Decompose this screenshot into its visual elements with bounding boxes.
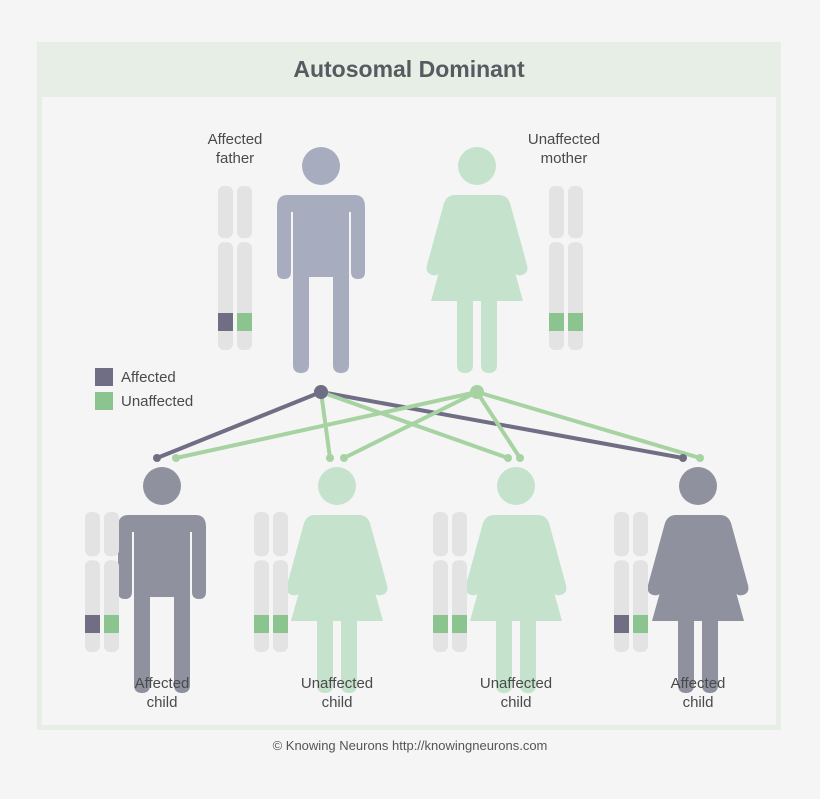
chromosome-upper-arm xyxy=(433,512,448,557)
line-father-child4 xyxy=(320,390,684,460)
father-junction-node xyxy=(314,385,328,399)
child1-male-figure-icon xyxy=(118,467,206,693)
diagram-title: Autosomal Dominant xyxy=(293,56,525,82)
unaffected-allele-band xyxy=(104,615,119,633)
unaffected-allele-band xyxy=(568,313,583,331)
chromosome-lower-arm xyxy=(254,560,269,652)
unaffected-allele-band xyxy=(452,615,467,633)
unaffected-allele-band xyxy=(254,615,269,633)
child1-label: Affected child xyxy=(102,674,222,712)
child2-chromosomes xyxy=(254,512,288,652)
chromosome-upper-arm xyxy=(614,512,629,557)
line-father-child1 xyxy=(156,390,322,460)
line-mother-child3 xyxy=(475,390,522,460)
child3-label-line1: Unaffected xyxy=(479,675,553,692)
child3-node-a xyxy=(504,454,512,462)
chromosome-lower-arm xyxy=(218,242,233,350)
chromosome-lower-arm xyxy=(452,560,467,652)
affected-allele-band xyxy=(614,615,629,633)
child1-label-line1: Affected xyxy=(134,675,190,692)
child3-chromosomes xyxy=(433,512,467,652)
child1-node-unaffected xyxy=(172,454,180,462)
chromosome-lower-arm xyxy=(433,560,448,652)
child2-node-a xyxy=(326,454,334,462)
unaffected-allele-band xyxy=(237,313,252,331)
chromosome-upper-arm xyxy=(218,186,233,239)
chromosome-lower-arm xyxy=(85,560,100,652)
unaffected-allele-band xyxy=(433,615,448,633)
mother-label-line1: Unaffected xyxy=(527,131,601,148)
chromosome-upper-arm xyxy=(549,186,564,239)
legend-unaffected: Unaffected xyxy=(95,392,193,410)
chromosome-upper-arm xyxy=(104,512,119,557)
legend-affected: Affected xyxy=(95,368,176,386)
father-label: Affected father xyxy=(175,130,295,168)
chromosome-upper-arm xyxy=(452,512,467,557)
chromosome-upper-arm xyxy=(85,512,100,557)
child3-label: Unaffected child xyxy=(456,674,576,712)
legend-affected-swatch xyxy=(95,368,113,386)
inheritance-lines xyxy=(153,385,704,462)
child4-female-figure-icon xyxy=(647,467,749,693)
child1-label-line2: child xyxy=(146,694,178,711)
unaffected-allele-band xyxy=(633,615,648,633)
father-figure-icon xyxy=(277,147,365,373)
chromosome-lower-arm xyxy=(549,242,564,350)
chromosome-upper-arm xyxy=(568,186,583,239)
child4-node-affected xyxy=(679,454,687,462)
mother-figure-icon xyxy=(426,147,528,373)
child2-label-line1: Unaffected xyxy=(300,675,374,692)
mother-label-line2: mother xyxy=(540,150,588,167)
child3-female-figure-icon xyxy=(465,467,567,693)
chromosome-upper-arm xyxy=(254,512,269,557)
mother-label: Unaffected mother xyxy=(504,130,624,168)
father-label-line1: Affected xyxy=(207,131,263,148)
unaffected-allele-band xyxy=(273,615,288,633)
child1-chromosomes xyxy=(85,512,119,652)
child4-node-unaffected xyxy=(696,454,704,462)
child4-chromosomes xyxy=(614,512,648,652)
chromosome-upper-arm xyxy=(273,512,288,557)
chromosome-lower-arm xyxy=(633,560,648,652)
child4-label: Affected child xyxy=(638,674,758,712)
legend-unaffected-label: Unaffected xyxy=(121,392,194,410)
chromosome-lower-arm xyxy=(614,560,629,652)
chromosome-lower-arm xyxy=(568,242,583,350)
legend-unaffected-swatch xyxy=(95,392,113,410)
affected-allele-band xyxy=(85,615,100,633)
child3-label-line2: child xyxy=(500,694,532,711)
unaffected-allele-band xyxy=(549,313,564,331)
chromosome-upper-arm xyxy=(633,512,648,557)
chromosome-lower-arm xyxy=(104,560,119,652)
child3-node-b xyxy=(516,454,524,462)
mother-chromosomes xyxy=(549,186,583,350)
title-bar: Autosomal Dominant xyxy=(37,42,781,97)
child2-label: Unaffected child xyxy=(277,674,397,712)
child4-label-line1: Affected xyxy=(670,675,726,692)
chromosome-upper-arm xyxy=(237,186,252,239)
father-chromosomes xyxy=(218,186,252,350)
child4-label-line2: child xyxy=(682,694,714,711)
line-mother-child4 xyxy=(476,390,701,460)
line-mother-child2 xyxy=(343,390,478,460)
copyright-text: © Knowing Neurons http://knowingneurons.… xyxy=(272,738,548,753)
mother-junction-node xyxy=(470,385,484,399)
chromosome-lower-arm xyxy=(237,242,252,350)
child2-label-line2: child xyxy=(321,694,353,711)
affected-allele-band xyxy=(218,313,233,331)
chromosome-lower-arm xyxy=(273,560,288,652)
line-mother-child1 xyxy=(175,390,478,460)
father-label-line2: father xyxy=(215,150,255,167)
child2-node-b xyxy=(340,454,348,462)
child1-node-affected xyxy=(153,454,161,462)
legend-affected-label: Affected xyxy=(121,368,176,386)
child2-female-figure-icon xyxy=(286,467,388,693)
